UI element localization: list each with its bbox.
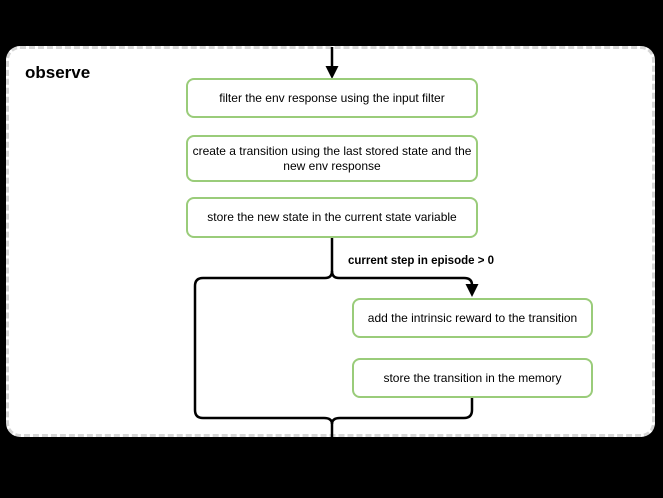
branch-condition-label: current step in episode > 0 [348,255,495,267]
step-create-transition: create a transition using the last store… [186,135,478,182]
step-store-transition: store the transition in the memory [352,358,593,398]
step-add-intrinsic-reward: add the intrinsic reward to the transiti… [352,298,593,338]
step-store-new-state: store the new state in the current state… [186,197,478,238]
group-title: observe [25,63,91,82]
step-filter-env-response: filter the env response using the input … [186,78,478,118]
